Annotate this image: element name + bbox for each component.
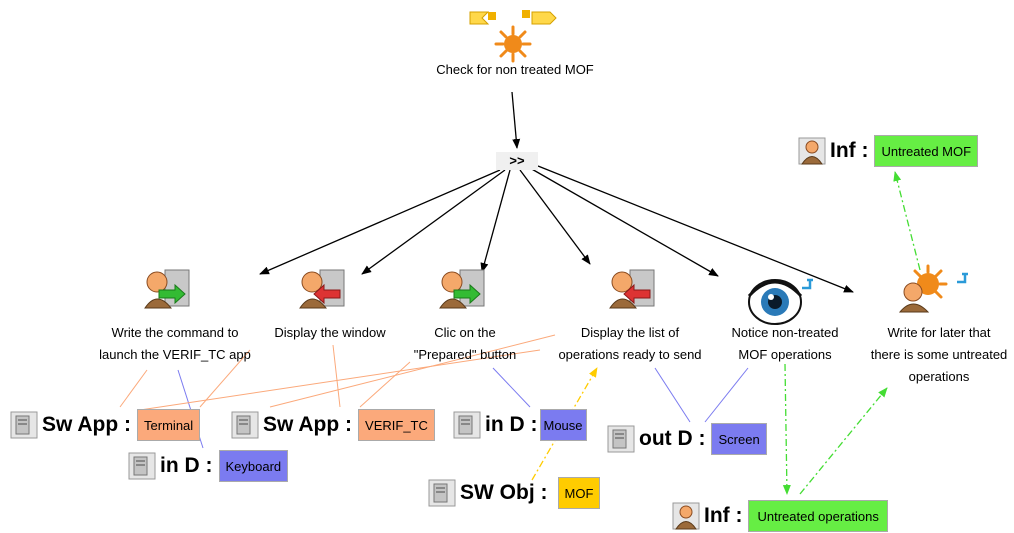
object-value: Keyboard <box>218 450 289 482</box>
task-label-write-later-line3: operations <box>908 369 970 384</box>
interaction-icon-clic <box>439 269 485 309</box>
edge-operator-to-write-cmd <box>259 169 501 275</box>
task-label-write-later: Write for later that there is some untre… <box>864 322 1014 388</box>
object-type: Inf : <box>704 504 743 527</box>
task-label-display-list: Display the list of operations ready to … <box>545 322 715 366</box>
iteration-icon-write-later <box>957 272 968 284</box>
object-node-sw-app-verif[interactable]: Sw App : VERIF_TC <box>231 408 435 442</box>
object-type: out D : <box>639 427 706 450</box>
user-information-icon <box>798 137 826 165</box>
edge-operator-to-display-window <box>361 169 506 275</box>
object-node-out-screen[interactable]: out D : Screen <box>607 422 767 456</box>
task-label-notice-line1: Notice non-treated <box>731 325 839 340</box>
edge-operator-to-clic <box>480 169 511 273</box>
object-value: MOF <box>557 477 601 509</box>
link-verif-clic <box>359 361 411 408</box>
object-type: in D : <box>160 454 213 477</box>
object-type: Inf : <box>830 139 869 162</box>
link-verif-window <box>332 344 341 408</box>
task-label-write-cmd: Write the command to launch the VERIF_TC… <box>80 322 270 366</box>
task-label-clic-line1: Clic on the <box>434 325 496 340</box>
sequence-operator: >> <box>496 152 538 170</box>
task-label-notice: Notice non-treated MOF operations <box>715 322 855 366</box>
object-type: Sw App : <box>263 413 353 436</box>
link-write-later-to-inf-mof <box>893 171 921 271</box>
object-value: Mouse <box>539 409 587 441</box>
link-verif-list-b <box>139 349 541 411</box>
hierarchy-edges <box>259 91 854 293</box>
edge-operator-to-display-list <box>519 169 591 265</box>
interaction-icon-write-cmd <box>144 269 190 309</box>
task-label-write-later-line2: there is some untreated <box>870 347 1008 362</box>
edge-operator-to-notice <box>529 167 719 277</box>
task-label-notice-line2: MOF operations <box>738 347 832 362</box>
object-node-inf-untreated-ops[interactable]: Inf : Untreated operations <box>672 499 888 533</box>
object-type: SW Obj : <box>460 481 548 504</box>
link-screen-notice <box>704 367 749 423</box>
software-icon <box>10 411 38 439</box>
task-label-write-later-line1: Write for later that <box>887 325 991 340</box>
task-label-clic: Clic on the "Prepared" button <box>395 322 535 366</box>
device-icon <box>453 411 481 439</box>
link-verif-list-a <box>269 334 556 408</box>
interaction-icon-display-window <box>299 269 345 309</box>
cognitive-icon-write-later <box>898 264 948 313</box>
object-node-sw-obj-mof[interactable]: SW Obj : MOF <box>428 476 601 510</box>
link-sw-app-terminal-b <box>199 349 251 408</box>
link-inf-ops-to-write-later <box>799 387 888 495</box>
edge-operator-to-write-later <box>537 165 854 293</box>
object-value: Screen <box>711 423 767 455</box>
object-node-in-keyboard[interactable]: in D : Keyboard <box>128 449 289 483</box>
object-value: Untreated operations <box>748 500 888 532</box>
software-object-icon <box>428 479 456 507</box>
task-label-display-list-line2: operations ready to send <box>558 347 702 362</box>
object-value: VERIF_TC <box>358 409 435 441</box>
iteration-icon-notice <box>802 278 813 290</box>
device-icon <box>128 452 156 480</box>
task-label-write-cmd-line2: launch the VERIF_TC app <box>99 347 251 362</box>
device-icon <box>607 425 635 453</box>
abstract-task-icon <box>469 10 557 63</box>
task-label-clic-line2: "Prepared" button <box>413 347 517 362</box>
software-icon <box>231 411 259 439</box>
interaction-icon-display-list <box>609 269 655 309</box>
link-screen-list <box>654 367 691 423</box>
link-mouse <box>492 367 531 408</box>
object-value: Terminal <box>137 409 201 441</box>
object-node-in-mouse[interactable]: in D : Mouse <box>453 408 587 442</box>
link-notice-to-inf-ops <box>782 363 791 495</box>
task-label-check: Check for non treated MOF <box>436 62 594 77</box>
eye-icon <box>747 279 803 325</box>
user-information-icon <box>672 502 700 530</box>
task-label-display-window: Display the window <box>274 325 386 340</box>
link-sw-app-terminal <box>119 369 148 408</box>
object-type: in D : <box>485 413 538 436</box>
object-node-sw-app-terminal[interactable]: Sw App : Terminal <box>10 408 201 442</box>
task-label-display-list-line1: Display the list of <box>580 325 680 340</box>
object-value: Untreated MOF <box>874 135 979 167</box>
task-label-write-cmd-line1: Write the command to <box>111 325 239 340</box>
object-type: Sw App : <box>42 413 132 436</box>
object-node-inf-untreated-mof[interactable]: Inf : Untreated MOF <box>798 134 979 168</box>
edge-root-to-operator <box>511 91 521 149</box>
